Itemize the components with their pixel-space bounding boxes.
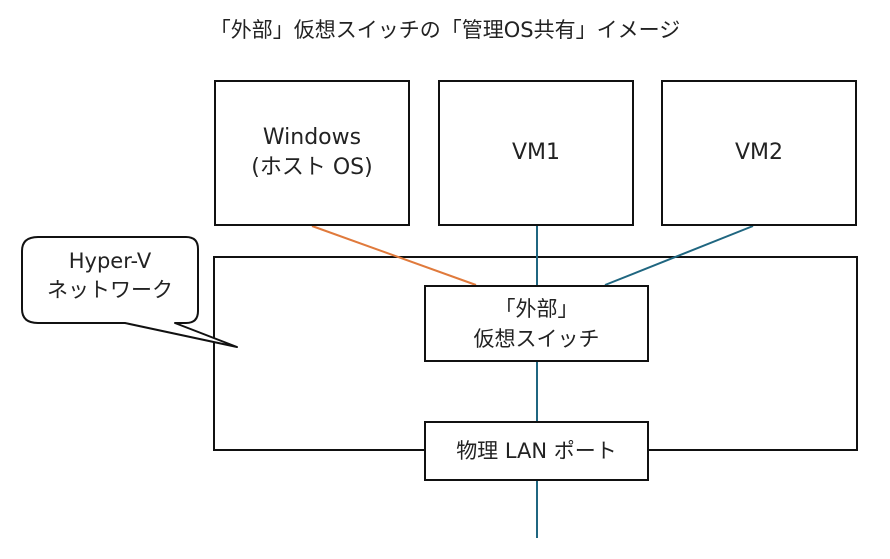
vm2-to-switch-link xyxy=(604,225,754,286)
host-os-label: Windows xyxy=(262,125,362,150)
host-os-box: Windows (ホスト OS) xyxy=(214,80,410,226)
host-to-switch-link xyxy=(311,225,477,286)
vm1-box: VM1 xyxy=(438,80,634,226)
physical-lan-port-box: 物理 LAN ポート xyxy=(424,421,649,481)
vm2-box: VM2 xyxy=(661,80,857,226)
callout-line-2: ネットワーク xyxy=(47,278,173,302)
vm2-label: VM2 xyxy=(734,140,784,165)
diagram-title: 「外部」仮想スイッチの「管理OS共有」イメージ xyxy=(209,18,681,42)
network-callout-bubble xyxy=(21,236,238,348)
physical-lan-port-label: 物理 LAN ポート xyxy=(456,439,617,463)
switch-label-line-1: 「外部」 xyxy=(494,296,579,321)
vm1-label: VM1 xyxy=(511,140,561,165)
switch-label-line-2: 仮想スイッチ xyxy=(473,326,600,351)
external-virtual-switch-box: 「外部」 仮想スイッチ xyxy=(424,285,649,362)
host-os-sublabel: (ホスト OS) xyxy=(251,155,373,180)
network-callout-text: Hyper-V ネットワーク xyxy=(22,247,198,305)
callout-line-1: Hyper-V xyxy=(68,249,152,273)
